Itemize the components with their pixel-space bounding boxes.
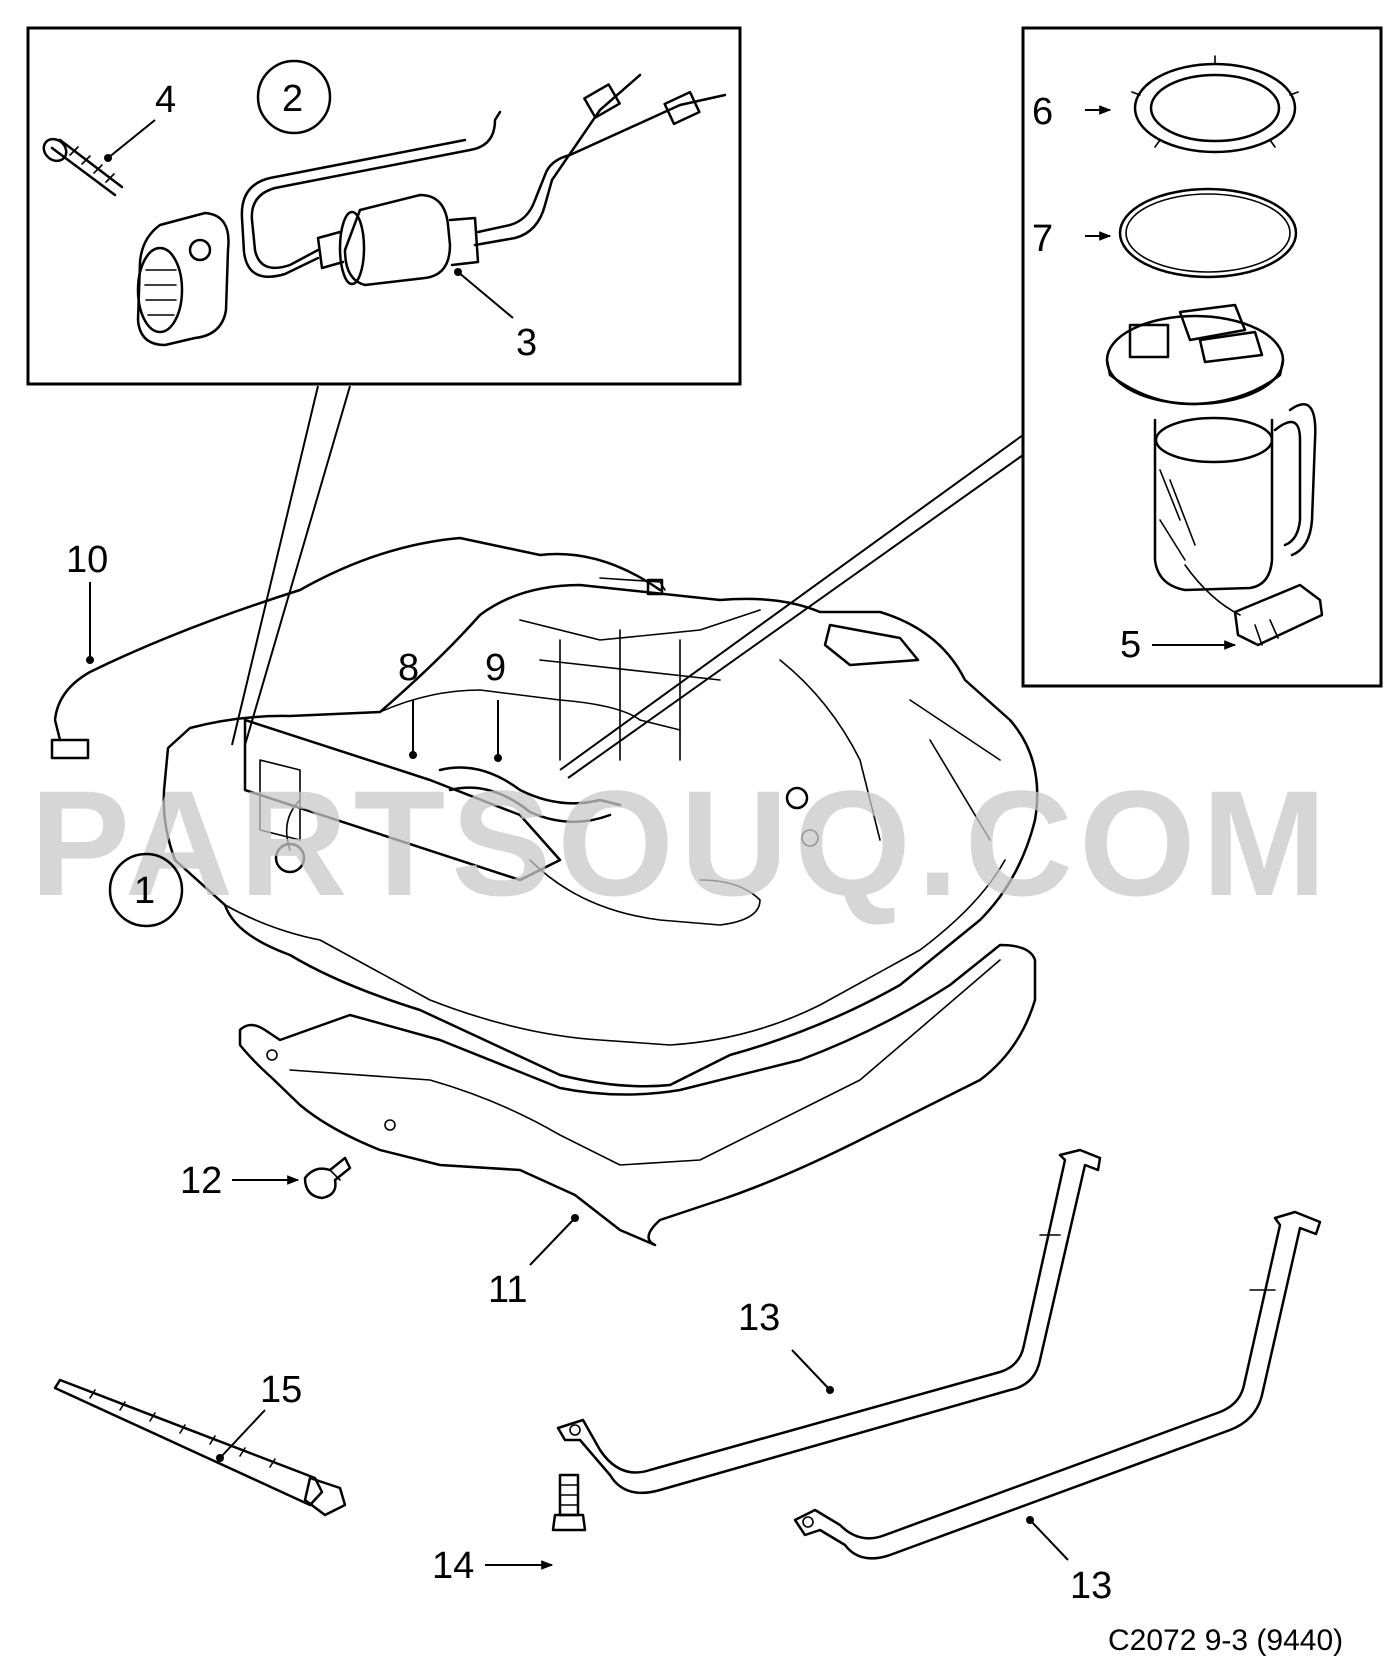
strap-part-13-lower bbox=[793, 1210, 1322, 1560]
connector-part-5 bbox=[1233, 583, 1324, 647]
callout-14: 14 bbox=[432, 1545, 474, 1587]
callout-leaders bbox=[86, 105, 1237, 1570]
callout-8: 8 bbox=[398, 647, 419, 689]
bolt-part-14 bbox=[551, 1473, 587, 1532]
callout-2: 2 bbox=[282, 78, 303, 120]
callout-circle-1 bbox=[108, 852, 184, 928]
callout-10: 10 bbox=[66, 539, 108, 581]
callout-7: 7 bbox=[1032, 218, 1053, 260]
callout-labels: 1 2 3 4 5 6 7 8 9 10 11 12 13 13 14 15 bbox=[66, 78, 1141, 1607]
bolt-part-4 bbox=[42, 137, 124, 197]
callout-13-lower: 13 bbox=[1070, 1565, 1112, 1607]
cable-tie-part-15 bbox=[53, 1378, 347, 1517]
callout-4: 4 bbox=[155, 79, 176, 121]
callout-1: 1 bbox=[134, 870, 155, 912]
callout-6: 6 bbox=[1032, 91, 1053, 133]
wiring-harness-part-10 bbox=[50, 536, 666, 760]
lock-ring-part-6 bbox=[1131, 55, 1299, 154]
diagram-caption: C2072 9-3 (9440) bbox=[1108, 1624, 1343, 1657]
heat-shield-part-11 bbox=[238, 943, 1037, 1247]
inset-leader-lines bbox=[231, 385, 1024, 779]
callout-15: 15 bbox=[260, 1369, 302, 1411]
watermark-text: PARTSOUQ.COM bbox=[30, 759, 1333, 927]
inset-fuel-pump-panel bbox=[1021, 26, 1383, 688]
callout-circle-2 bbox=[256, 59, 332, 135]
fuel-tank bbox=[162, 583, 1039, 1088]
fuel-pump-module bbox=[1105, 303, 1317, 616]
callout-11: 11 bbox=[488, 1269, 527, 1311]
inset-fuel-filter-panel bbox=[26, 26, 742, 386]
fuel-filter-part-3 bbox=[240, 73, 727, 287]
callout-12: 12 bbox=[180, 1160, 222, 1202]
callout-5: 5 bbox=[1120, 624, 1141, 666]
callout-9: 9 bbox=[485, 647, 506, 689]
bolt-part-12 bbox=[303, 1156, 352, 1200]
strap-part-13-upper bbox=[556, 1148, 1102, 1495]
filter-bracket bbox=[136, 211, 230, 347]
callout-13-upper: 13 bbox=[738, 1297, 780, 1339]
seal-ring-part-7 bbox=[1118, 187, 1298, 279]
callout-3: 3 bbox=[516, 322, 537, 364]
